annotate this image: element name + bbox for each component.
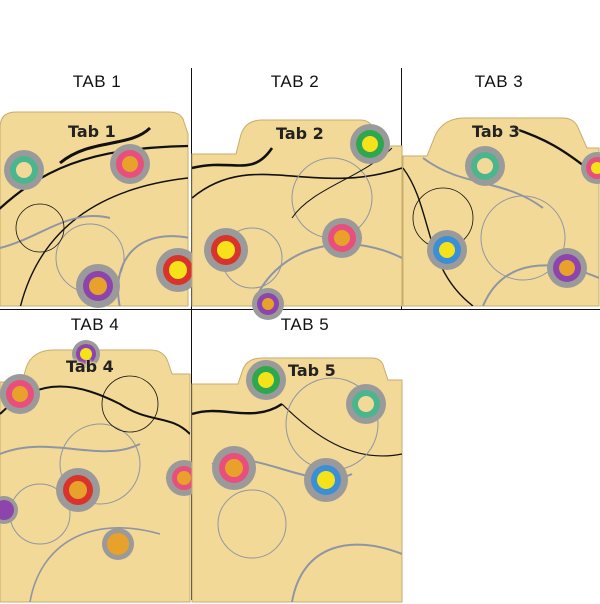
circle-dot-icon xyxy=(0,496,18,524)
circle-dot-icon xyxy=(212,446,256,490)
folder-tab-1[interactable] xyxy=(0,108,200,308)
circle-dot-icon xyxy=(427,230,467,270)
tab-label-4: Tab 4 xyxy=(66,357,114,376)
cell-title-tab4: TAB 4 xyxy=(70,315,120,334)
circle-dot-icon xyxy=(350,124,390,164)
circle-dot-icon xyxy=(465,146,505,186)
tab-label-2: Tab 2 xyxy=(276,124,324,143)
cell-title-tab1: TAB 1 xyxy=(72,72,122,91)
circle-dot-icon xyxy=(204,228,248,272)
circle-dot-icon xyxy=(547,248,587,288)
cell-title-tab3: TAB 3 xyxy=(474,72,524,91)
circle-dot-icon xyxy=(72,340,100,368)
circle-dot-icon xyxy=(322,218,362,258)
circle-dot-icon xyxy=(4,150,44,190)
tab-label-3: Tab 3 xyxy=(472,122,520,141)
folder-tab-3[interactable] xyxy=(402,108,600,308)
circle-dot-icon xyxy=(252,288,284,320)
circle-dot-icon xyxy=(581,152,600,184)
folder-tab-4[interactable] xyxy=(0,340,202,604)
circle-dot-icon xyxy=(110,144,150,184)
circle-dot-icon xyxy=(246,360,286,400)
grid-divider-h xyxy=(0,309,600,310)
cell-title-tab5: TAB 5 xyxy=(280,315,330,334)
tab-label-5: Tab 5 xyxy=(288,361,336,380)
circle-dot-icon xyxy=(156,248,200,292)
folder-tab-5[interactable] xyxy=(191,344,403,604)
circle-dot-icon xyxy=(0,374,40,414)
circle-dot-icon xyxy=(102,528,134,560)
cell-title-tab2: TAB 2 xyxy=(270,72,320,91)
circle-dot-icon xyxy=(346,384,386,424)
grid-divider-v1 xyxy=(191,68,192,600)
circle-dot-icon xyxy=(56,468,100,512)
circle-dot-icon xyxy=(76,264,120,308)
tab-label-1: Tab 1 xyxy=(68,122,116,141)
folder-tab-2[interactable] xyxy=(191,108,403,320)
circle-dot-icon xyxy=(304,458,348,502)
